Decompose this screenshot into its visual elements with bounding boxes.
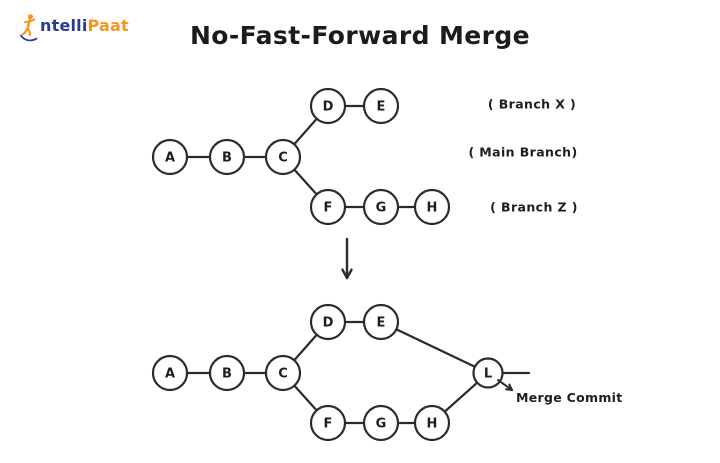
- before-merge-commit-node-H: [413, 188, 451, 226]
- after-merge-commit-label-F: F: [324, 417, 333, 432]
- transition-arrow: [341, 237, 353, 280]
- before-merge-commit-node-E: [362, 87, 400, 125]
- after-merge-commit-node-C: [264, 354, 302, 392]
- after-merge-edge-E-L: [379, 320, 490, 375]
- before-merge-branch-label-1: ( Main Branch): [468, 145, 577, 160]
- after-merge-commit-node-G: [362, 404, 400, 442]
- before-merge-commit-label-E: E: [377, 100, 386, 115]
- before-merge-branch-label-0: ( Branch X ): [488, 97, 576, 112]
- before-merge-commit-node-G: [362, 188, 400, 226]
- after-merge-annotation-text: Merge Commit: [516, 390, 623, 405]
- after-merge-commit-node-B: [208, 354, 246, 392]
- after-merge-commit-node-E: [362, 303, 400, 341]
- after-merge-commit-label-A: A: [165, 367, 175, 382]
- transition-arrow-head-1: [341, 268, 349, 280]
- before-merge-commit-label-C: C: [278, 151, 288, 166]
- after-merge-commit-label-E: E: [377, 316, 386, 331]
- after-merge-commit-node-D: [309, 303, 347, 341]
- after-merge-annotation-arrow: [497, 379, 513, 391]
- before-merge-graph: A B C D E F G H ( Branch X ) ( Main Branch) ( Bran…: [151, 87, 578, 226]
- after-merge-commit-node-H: [413, 404, 451, 442]
- logo-text-orange: Paat: [87, 16, 129, 35]
- intellipaat-logo: ntelliPaat: [20, 12, 129, 44]
- after-merge-commit-label-G: G: [376, 417, 387, 432]
- before-merge-commit-node-B: [208, 138, 246, 176]
- after-merge-commit-node-A: [151, 354, 189, 392]
- before-merge-commit-label-G: G: [376, 201, 387, 216]
- after-merge-graph: A B C D E F G H L Merge Commit: [151, 303, 623, 442]
- after-merge-commit-label-D: D: [323, 316, 334, 331]
- before-merge-commit-label-B: B: [222, 151, 232, 166]
- before-merge-commit-node-C: [264, 138, 302, 176]
- after-merge-commit-node-F: [309, 404, 347, 442]
- after-merge-annotation-arrow-head-1: [505, 388, 513, 391]
- before-merge-commit-node-F: [309, 188, 347, 226]
- dancing-person-icon: [20, 14, 38, 42]
- before-merge-commit-label-F: F: [324, 201, 333, 216]
- before-merge-commit-label-H: H: [427, 201, 438, 216]
- before-merge-commit-label-A: A: [165, 151, 175, 166]
- before-merge-commit-node-D: [309, 87, 347, 125]
- after-merge-commit-node-L: [472, 357, 504, 389]
- before-merge-commit-node-A: [151, 138, 189, 176]
- after-merge-commit-label-B: B: [222, 367, 232, 382]
- before-merge-branch-label-2: ( Branch Z ): [490, 200, 578, 215]
- after-merge-commit-label-C: C: [278, 367, 288, 382]
- page-title: No-Fast-Forward Merge: [189, 21, 531, 50]
- after-merge-commit-label-H: H: [427, 417, 438, 432]
- logo-text-navy: ntelli: [40, 16, 88, 35]
- after-merge-commit-label-L: L: [484, 367, 492, 382]
- before-merge-commit-label-D: D: [323, 100, 334, 115]
- transition-arrow-head-0: [345, 268, 353, 280]
